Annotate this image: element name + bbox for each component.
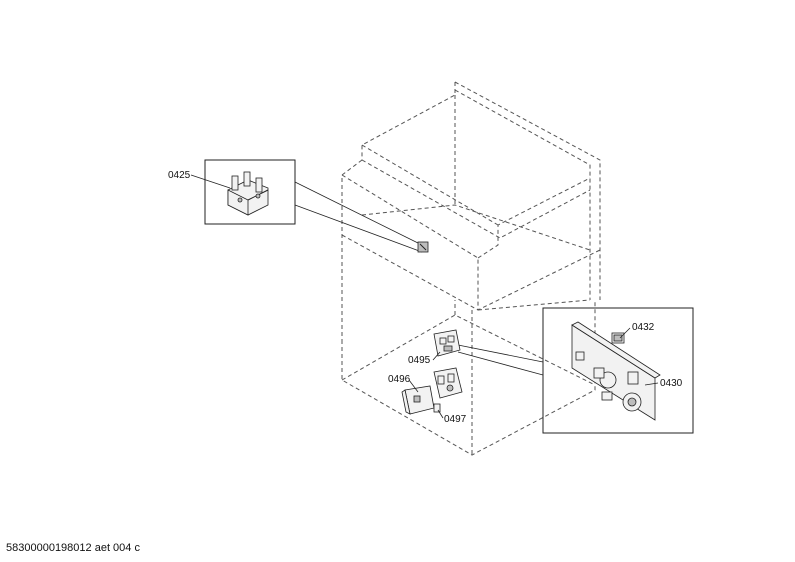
small-connector-icon bbox=[417, 241, 429, 253]
connector-block-icon bbox=[227, 171, 269, 216]
inset-0425: 0425 bbox=[168, 159, 423, 253]
board-0495-icon bbox=[433, 329, 461, 357]
relay-block-icon bbox=[433, 367, 463, 399]
label-0425: 0425 bbox=[168, 170, 191, 181]
label-0496: 0496 bbox=[388, 374, 411, 385]
label-0495: 0495 bbox=[408, 355, 431, 366]
circuit-board-icon bbox=[571, 321, 661, 421]
inset-0430: 0432 0430 bbox=[457, 307, 694, 434]
screw-0497-icon bbox=[433, 403, 441, 413]
document-reference: 58300000198012 aet 004 c bbox=[6, 542, 140, 554]
inset-frame-0430 bbox=[542, 307, 694, 434]
label-0432: 0432 bbox=[632, 322, 655, 333]
oven-housing-outline bbox=[341, 81, 601, 456]
inset-frame-0425 bbox=[204, 159, 296, 225]
label-0430: 0430 bbox=[660, 378, 683, 389]
label-0497: 0497 bbox=[444, 414, 467, 425]
module-0496-icon bbox=[401, 385, 435, 415]
